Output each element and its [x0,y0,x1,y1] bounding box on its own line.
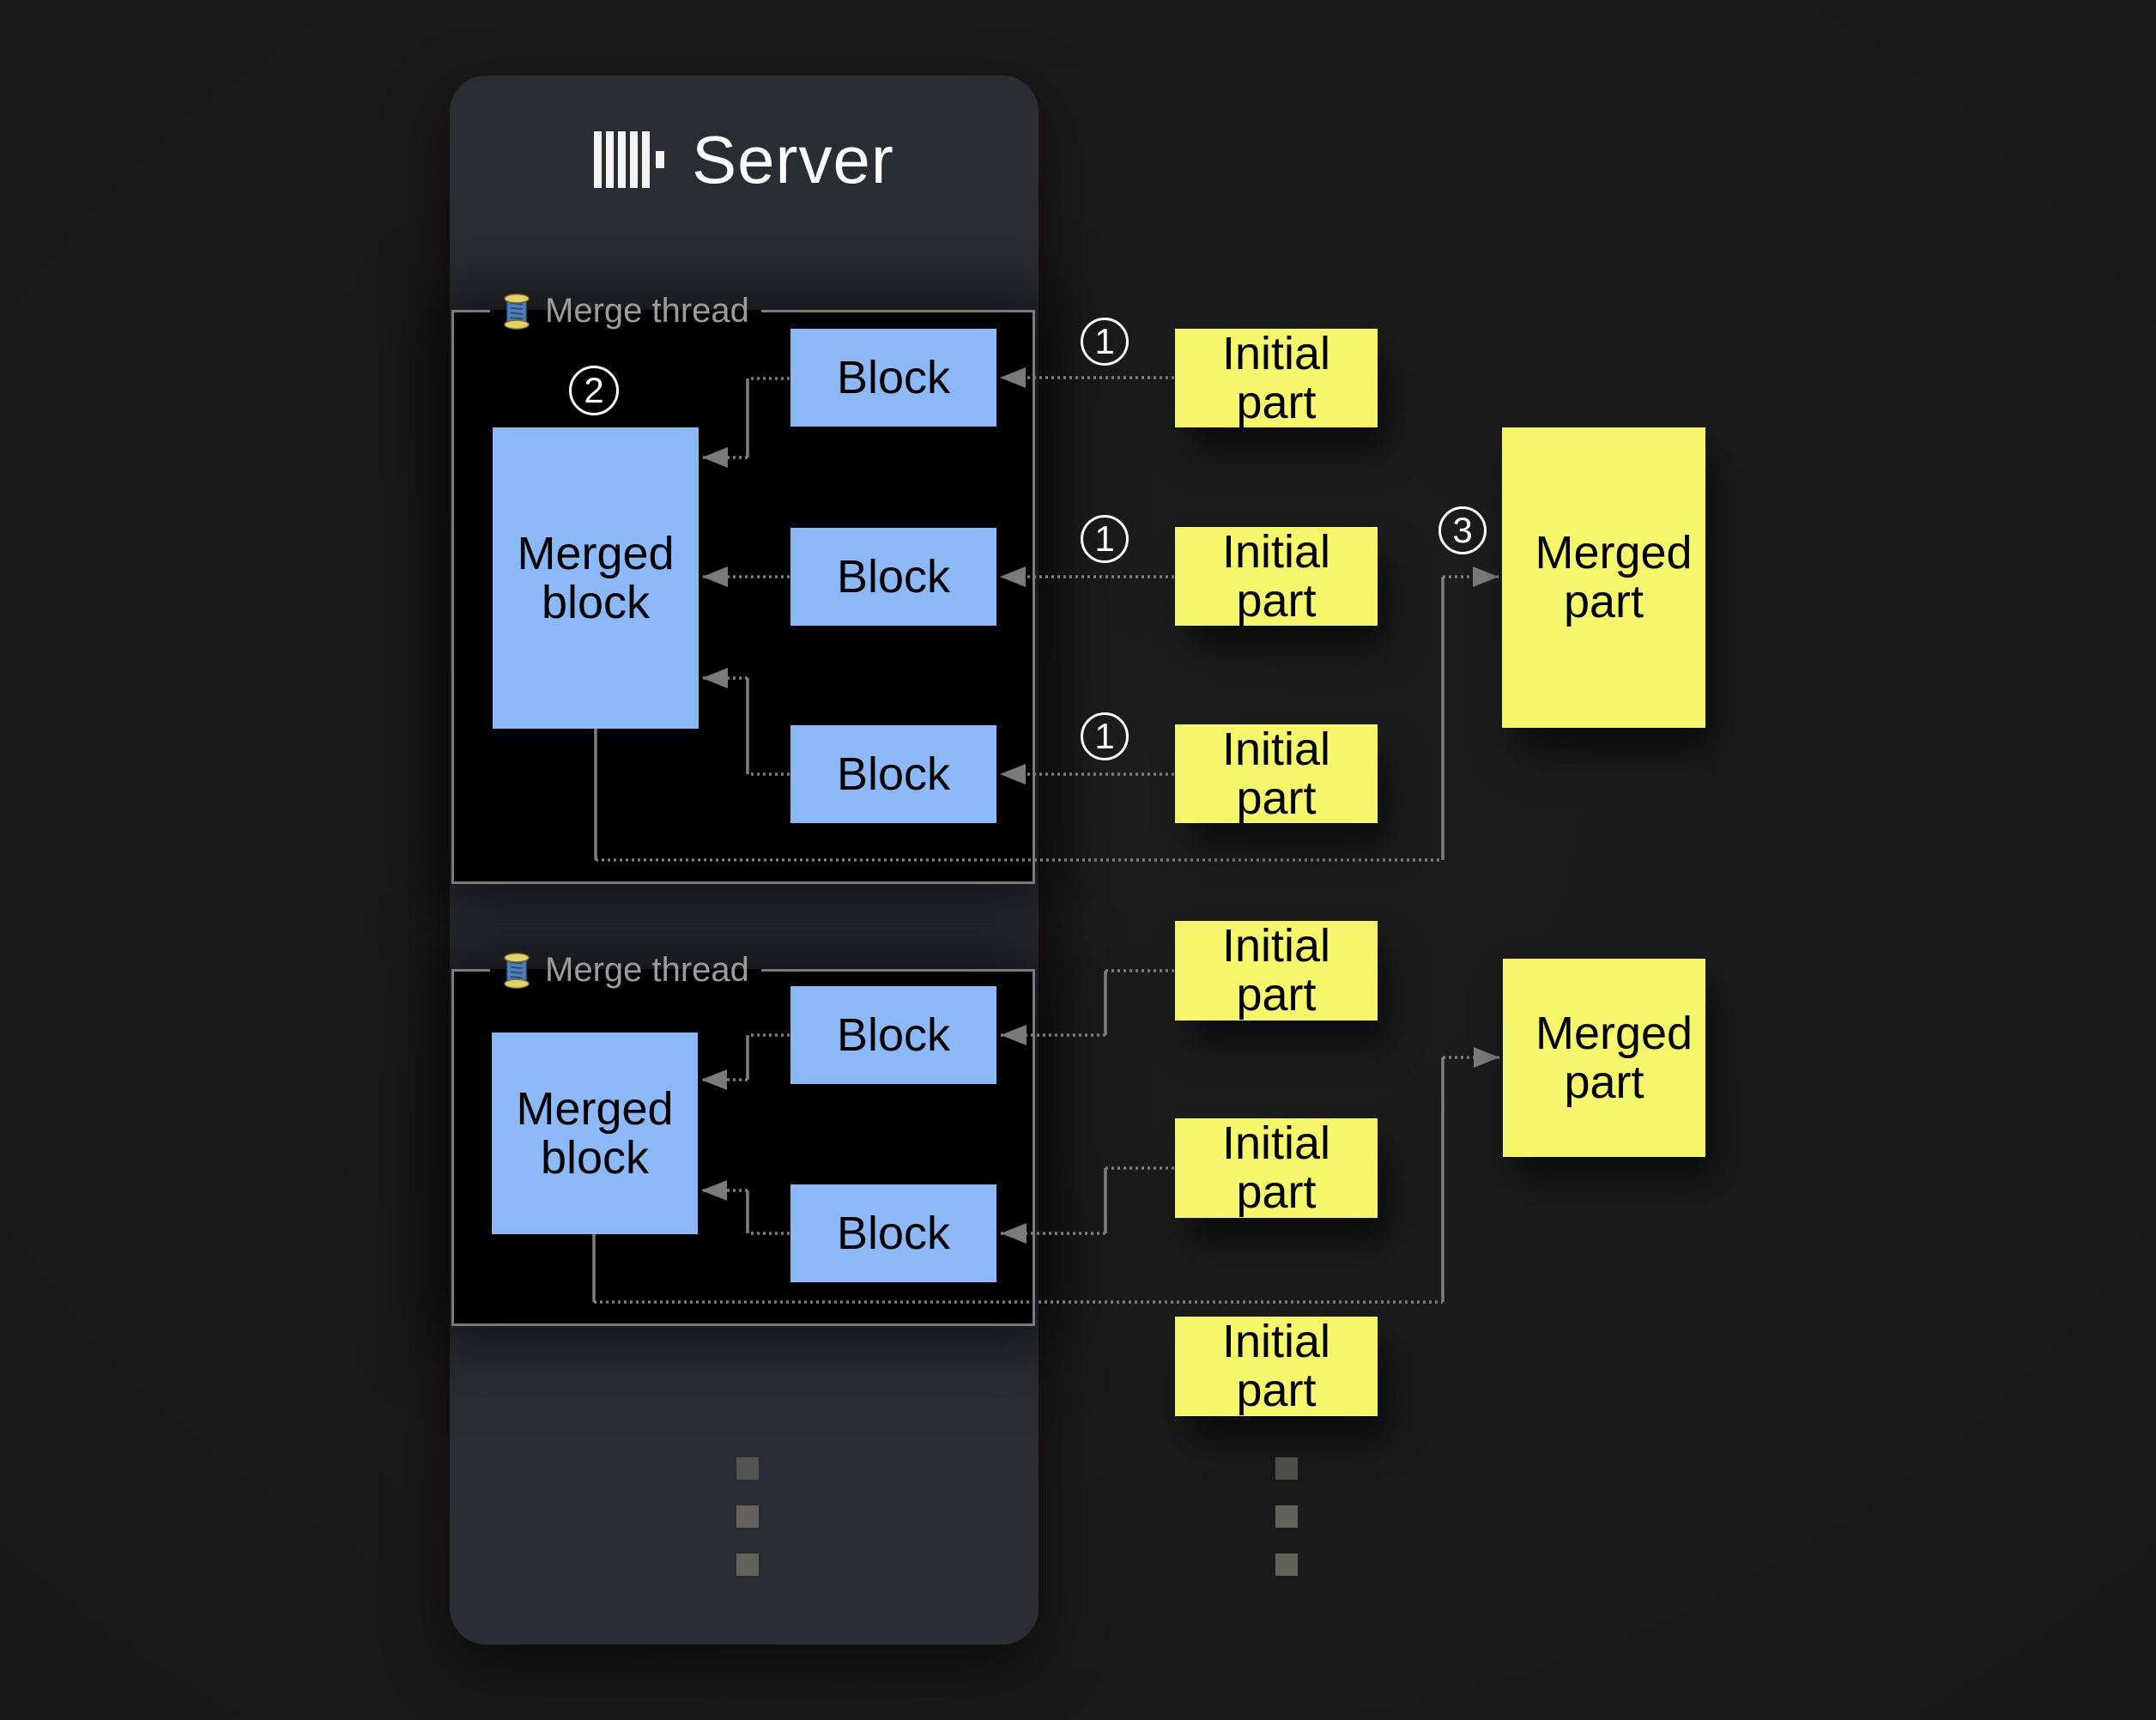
server-box: Server Merge thread [450,76,1039,1644]
initial-part: Initial part [1175,329,1378,427]
step-number: 1 [1094,716,1115,756]
initial-part-label: Initial part [1221,920,1331,1020]
ellipsis-dots-server [736,1457,759,1576]
dot [736,1457,759,1480]
block-label: Block [836,748,951,800]
initial-part: Initial part [1175,527,1378,626]
merge-thread-legend-2: Merge thread [490,951,761,990]
merged-part-label: Merged part [1535,1007,1693,1108]
clickhouse-logo-icon [594,131,665,188]
initial-part-label: Initial part [1221,1316,1331,1416]
merged-part: Merged part [1503,959,1705,1157]
merged-part: Merged part [1502,427,1705,728]
server-title: Server [692,121,894,197]
block-label: Block [836,550,951,603]
step-circle-1: 1 [1081,318,1129,366]
merged-part-label: Merged part [1535,527,1693,627]
dot [1275,1505,1298,1528]
block: Block [790,528,996,626]
merge-thread-label: Merge thread [545,292,749,330]
merged-block: Merged block [493,427,699,729]
thread-spool-icon [504,293,530,330]
initial-part: Initial part [1175,724,1378,823]
step-circle-2: 2 [569,366,619,415]
block: Block [790,329,996,427]
thread-spool-icon [504,952,530,989]
block-label: Block [836,1008,951,1061]
merged-block: Merged block [492,1033,698,1234]
block-label: Block [836,1207,951,1259]
step-circle-1: 1 [1081,712,1129,760]
initial-part-label: Initial part [1221,525,1331,627]
step-number: 1 [1094,321,1115,361]
server-header: Server [450,110,1039,209]
merge-thread-legend-1: Merge thread [490,292,761,330]
initial-part: Initial part [1175,1317,1378,1416]
ellipsis-dots-parts [1275,1457,1298,1576]
initial-part-label: Initial part [1221,1117,1331,1218]
merge-thread-label: Merge thread [545,951,749,989]
block: Block [790,725,996,823]
block: Block [790,986,996,1084]
merged-block-label: Merged block [517,527,675,628]
block: Block [790,1184,996,1282]
step-circle-1: 1 [1081,515,1129,563]
dot [1275,1457,1298,1480]
dot [1275,1553,1298,1576]
dot [736,1505,759,1528]
step-number: 3 [1452,510,1473,550]
step-circle-3: 3 [1438,506,1487,554]
initial-part: Initial part [1175,921,1378,1020]
merged-block-label: Merged block [516,1082,674,1184]
dot [736,1553,759,1576]
initial-part-label: Initial part [1221,327,1331,428]
initial-part-label: Initial part [1221,723,1331,824]
step-number: 2 [584,370,604,410]
step-number: 1 [1094,518,1115,559]
block-label: Block [836,351,951,403]
initial-part: Initial part [1175,1118,1378,1218]
